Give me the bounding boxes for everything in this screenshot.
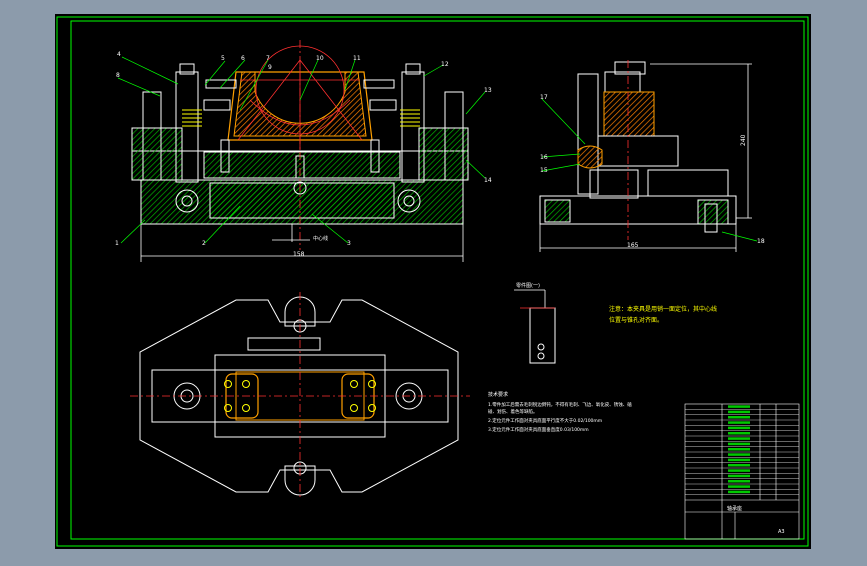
side-balloon-label: 17 (540, 94, 548, 101)
balloon-label: 14 (484, 177, 492, 184)
bom-entry-mark (728, 474, 750, 478)
balloon-label: 11 (353, 55, 361, 62)
bom-entry-mark (728, 405, 750, 408)
balloon-label: 6 (241, 55, 245, 62)
bom-entry-mark (728, 437, 750, 440)
inner-border (70, 20, 805, 540)
bom-entry-mark (728, 442, 750, 446)
note-line-1: 注意：本夹具是用销一面定位，其中心线 (609, 305, 717, 313)
balloon-label: 3 (347, 240, 351, 247)
drawing-sheet (55, 14, 811, 549)
bom-entry-mark (728, 432, 750, 435)
balloon-label: 10 (316, 55, 324, 62)
tech-requirements: 技术要求 1.零件加工后需去毛刺锐边倒钝，不得有毛刺、飞边、氧化皮、锈蚀、磕 碰… (488, 391, 632, 433)
title-block-name: 轴承座 (727, 505, 742, 512)
bom-entry-mark (728, 453, 750, 456)
bom-entry-mark (728, 410, 750, 414)
balloon-label: 5 (221, 55, 225, 62)
outer-border (56, 16, 809, 547)
bom-entry-mark (728, 480, 750, 483)
sheet-size: A3 (778, 529, 785, 535)
top-view (130, 292, 470, 500)
bom-entry-mark (728, 416, 750, 419)
front-width-dimension: 158 (293, 251, 305, 258)
bom-entry-mark (728, 464, 750, 467)
balloon-label: 2 (202, 240, 206, 247)
side-view (539, 60, 758, 252)
note-line-2: 位置与锥孔对齐面。 (609, 316, 663, 324)
balloon-label: 13 (484, 87, 492, 94)
side-balloon-label: 15 (540, 167, 548, 174)
balloon-label: 9 (268, 64, 272, 71)
bom-entry-mark (728, 421, 750, 424)
tech-item-1: 1.零件加工后需去毛刺锐边倒钝，不得有毛刺、飞边、氧化皮、锈蚀、磕 (488, 401, 632, 408)
balloon-label: 12 (441, 61, 449, 68)
balloon-label: 4 (117, 51, 121, 58)
bom-entry-mark (728, 448, 750, 451)
side-balloon-label: 18 (757, 238, 765, 245)
tech-item-3: 2.定位元件工作面对夹具底面平行度不大于0.02/100mm (488, 417, 602, 424)
tech-title: 技术要求 (488, 391, 508, 398)
center-dimension: 中心线 (313, 235, 328, 242)
side-height-dimension: 240 (740, 134, 747, 146)
bom-entry-mark (728, 426, 750, 430)
bom-entry-mark (728, 458, 750, 462)
front-view (117, 40, 486, 262)
side-width-dimension: 165 (627, 242, 639, 249)
side-balloon-label: 16 (540, 154, 548, 161)
bom-entry-mark (728, 485, 750, 488)
bom-entry-mark (728, 469, 750, 472)
balloon-label: 7 (266, 55, 270, 62)
tech-item-4: 3.定位元件工作面对夹具底面垂直度0.03/100mm (488, 426, 589, 433)
bom-entry-mark (728, 490, 750, 494)
balloon-label: 1 (115, 240, 119, 247)
detail-view (514, 289, 556, 364)
tech-item-2: 碰、划伤、着色等缺陷。 (488, 408, 538, 415)
bom-rows (685, 405, 799, 495)
detail-label: 零件图(一) (516, 282, 540, 289)
balloon-label: 8 (116, 72, 120, 79)
